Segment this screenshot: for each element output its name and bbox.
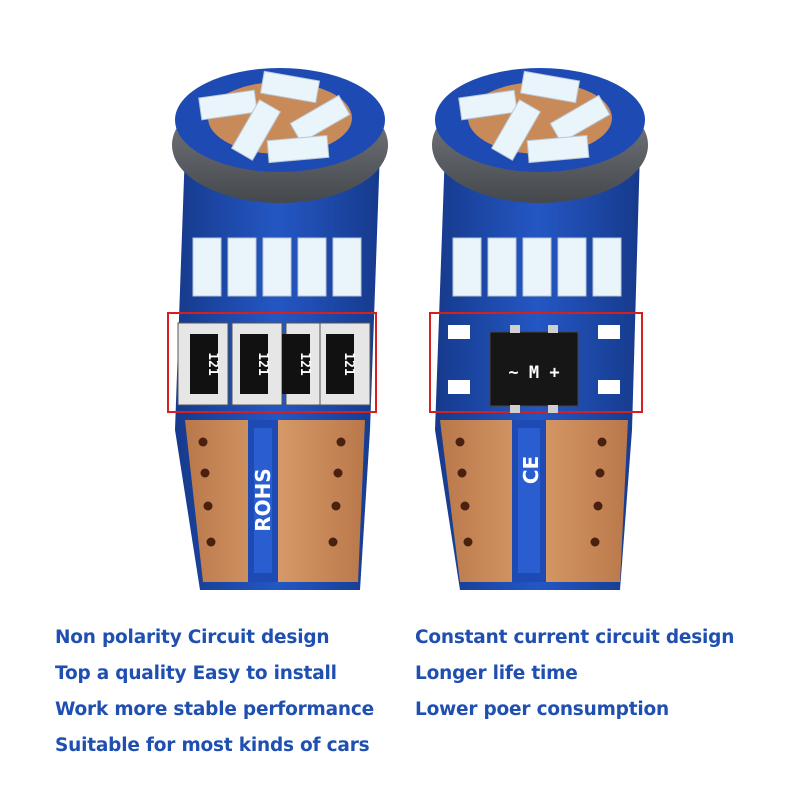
left-side-leds	[192, 237, 362, 297]
feature-item: Longer life time	[415, 663, 578, 684]
right-board-marking: CE	[519, 456, 543, 484]
right-feature-column: Constant current circuit design Longer l…	[415, 620, 734, 728]
left-solder-dots	[198, 437, 346, 547]
right-highlight-box	[429, 312, 643, 413]
left-board-marking: ROHS	[251, 468, 275, 532]
feature-list: Non polarity Circuit design Top a qualit…	[0, 620, 800, 790]
left-feature-column: Non polarity Circuit design Top a qualit…	[55, 620, 374, 764]
left-resistor-label-4: 121	[341, 352, 356, 376]
feature-item: Non polarity Circuit design	[55, 627, 330, 648]
right-chip-label: ~ M +	[508, 363, 559, 383]
left-resistor-label-3: 121	[297, 352, 312, 376]
feature-item: Suitable for most kinds of cars	[55, 735, 370, 756]
right-bulb: CE ~ M +	[429, 68, 648, 590]
left-highlight-box	[167, 312, 377, 413]
left-resistor-label-2: 121	[255, 352, 270, 376]
feature-item: Constant current circuit design	[415, 627, 735, 648]
right-top-leds	[458, 70, 611, 164]
right-solder-dots	[455, 437, 607, 547]
left-resistor-label-1: 121	[205, 352, 220, 376]
right-side-leds	[452, 237, 622, 297]
feature-item: Top a quality Easy to install	[55, 663, 337, 684]
bulb-illustration: ROHS 121 121 121	[167, 68, 648, 590]
feature-item: Work more stable performance	[55, 699, 374, 720]
left-top-leds	[198, 70, 351, 164]
left-resistors: 121 121 121 121	[177, 322, 371, 406]
right-bridge-rectifier: ~ M +	[448, 325, 620, 413]
left-bulb: ROHS 121 121 121	[167, 68, 388, 590]
feature-item: Lower poer consumption	[415, 699, 669, 720]
